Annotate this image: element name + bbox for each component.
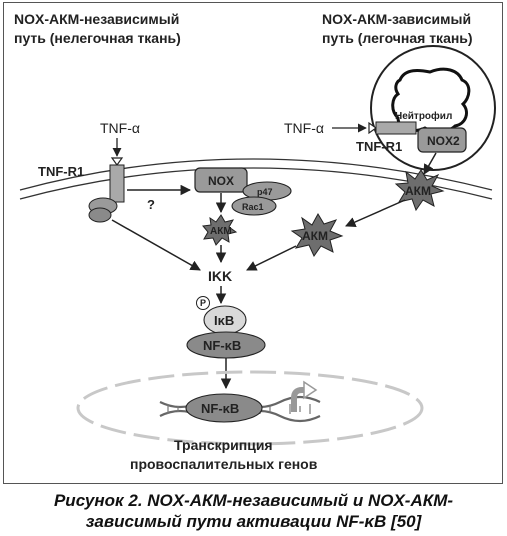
transcription-start-shaft	[291, 387, 306, 412]
nox-label: NOX	[208, 174, 234, 188]
transcription-label-line2: провоспалительных генов	[130, 456, 318, 472]
rac1-subunit	[231, 196, 277, 216]
tnf-r1-right-ligand-site	[368, 121, 378, 135]
transcription-label-line1: Транскрипция	[174, 437, 273, 453]
tnf-r1-right-label: TNF-R1	[356, 139, 402, 154]
akm-mid-to-ikk-arrow	[246, 245, 297, 271]
nfkb-dna-bound	[185, 393, 263, 423]
tnf-r1-left-receptor	[109, 164, 125, 203]
question-mark: ?	[147, 197, 155, 212]
tnf-r1-adapter-bottom	[88, 207, 112, 223]
figure-caption: Рисунок 2. NOX-АКМ-независимый и NOX-АКМ…	[0, 490, 507, 532]
transcription-start-arrowhead	[303, 380, 318, 400]
tnf-r1-to-ikk-arrow	[111, 219, 201, 271]
tnf-alpha-right: TNF-α	[284, 120, 324, 136]
caption-line2: зависимый пути активации NF-κB [50]	[85, 512, 422, 531]
ikb-label: IκB	[214, 313, 234, 328]
akm-small-label: АКМ	[210, 226, 232, 237]
cell-membrane-outer	[19, 158, 493, 191]
p47-label: p47	[257, 187, 273, 197]
left-heading-line1: NOX-АКМ-независимый	[14, 11, 179, 27]
nfkb-dna-label: NF-κB	[201, 401, 239, 416]
neutrophil-label: Нейтрофил	[395, 110, 452, 122]
phospho-label: P	[200, 298, 206, 308]
pathway-diagram: NOX-АКМ-независимый путь (нелегочная тка…	[14, 11, 496, 472]
nucleus-envelope	[76, 370, 424, 446]
rac1-label: Rac1	[242, 202, 264, 212]
right-heading-line1: NOX-АКМ-зависимый	[322, 11, 471, 27]
akm-star-mid	[290, 212, 344, 258]
akm-right-label: АКМ	[405, 184, 431, 198]
nox2-label: NOX2	[427, 134, 460, 148]
nox2-box	[417, 127, 467, 153]
akm-star-small	[202, 214, 238, 246]
akm-star-right	[394, 169, 445, 212]
tnf-r1-left-ligand-site	[110, 157, 124, 167]
caption-line1: Рисунок 2. NOX-АКМ-независимый и NOX-АКМ…	[53, 491, 454, 510]
tnf-r1-right-receptor	[375, 121, 417, 135]
nox2-to-akm-arrow	[423, 152, 437, 175]
akm-right-to-mid-arrow	[345, 199, 406, 227]
ikk-label: IKK	[208, 268, 232, 284]
nox-box	[194, 167, 248, 193]
left-heading-line2: путь (нелегочная ткань)	[14, 30, 181, 46]
neutrophil-nucleus	[391, 67, 471, 133]
right-heading-line2: путь (легочная ткань)	[322, 30, 473, 46]
akm-mid-label: АКМ	[302, 229, 328, 243]
tnf-alpha-left: TNF-α	[100, 120, 140, 136]
tnf-r1-left-label: TNF-R1	[38, 164, 84, 179]
phospho-group	[196, 296, 210, 310]
nfkb-top-label: NF-κB	[203, 338, 241, 353]
